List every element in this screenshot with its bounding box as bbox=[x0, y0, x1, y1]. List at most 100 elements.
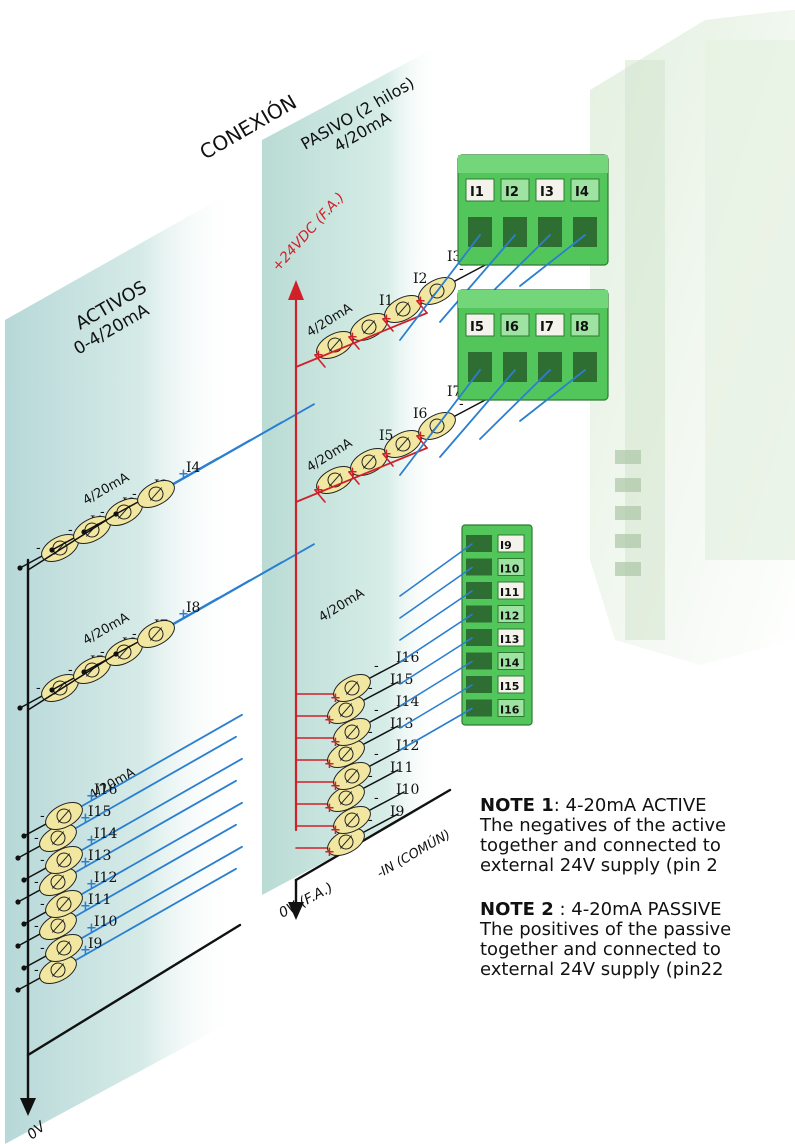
source-arrow bbox=[51, 963, 65, 977]
source-arrow bbox=[396, 437, 410, 451]
source-circle bbox=[429, 418, 445, 434]
passive-input-label: I11 bbox=[390, 760, 413, 776]
active-signal-wire bbox=[75, 867, 237, 961]
passive-plus-sign: + bbox=[330, 779, 341, 794]
note-2-title: NOTE 2 bbox=[480, 899, 554, 920]
minus-in-common-label: -IN (COMÚN) bbox=[374, 826, 453, 881]
source-arrow bbox=[57, 897, 71, 911]
passive-input-label: I15 bbox=[390, 672, 413, 688]
active-plus-sign: + bbox=[80, 943, 91, 958]
connector-pin-label: I15 bbox=[500, 680, 519, 693]
active-plus-sign: + bbox=[86, 833, 97, 848]
source-arrow bbox=[51, 875, 65, 889]
active-signal-wire bbox=[75, 823, 237, 917]
zero-v-fa-label: 0V (F.A.) bbox=[276, 880, 335, 922]
source-arrow bbox=[57, 853, 71, 867]
connector-pin-tag bbox=[500, 313, 530, 337]
connector-signal-wire bbox=[399, 543, 473, 597]
active-signal-wire bbox=[75, 779, 237, 873]
passive-minus-wire bbox=[369, 747, 405, 767]
source-circle bbox=[56, 852, 72, 868]
connector-screw-hole bbox=[468, 217, 492, 247]
connector-pin-tag bbox=[535, 313, 565, 337]
source-arrow bbox=[345, 725, 359, 739]
source-arrow bbox=[362, 455, 376, 469]
passive-minus-wire bbox=[363, 725, 399, 745]
passive-plus-sign: + bbox=[313, 348, 324, 363]
source-arrow bbox=[149, 627, 163, 641]
source-circle bbox=[361, 319, 377, 335]
note-2: NOTE 2 : 4-20mA PASSIVE The positives of… bbox=[480, 900, 731, 980]
active-minus-sign: - bbox=[34, 919, 39, 934]
terminal-connector bbox=[457, 289, 609, 401]
active-input-label: I13 bbox=[88, 848, 111, 864]
active-neg-wire bbox=[17, 889, 41, 903]
active-minus-sign: - bbox=[40, 809, 45, 824]
connector-signal-wire bbox=[399, 566, 473, 619]
source-circle bbox=[395, 301, 411, 317]
connector-pin-tag bbox=[497, 652, 525, 670]
source-arrow bbox=[396, 302, 410, 316]
active-neg-wire bbox=[17, 845, 41, 859]
source-arrow bbox=[362, 320, 376, 334]
active-signal-wire bbox=[173, 543, 315, 625]
source-arrow bbox=[345, 813, 359, 827]
connector-pin-label: I3 bbox=[540, 185, 554, 200]
active-junction bbox=[17, 565, 23, 571]
connector-body bbox=[461, 524, 533, 726]
active-minus-sign: - bbox=[40, 853, 45, 868]
note-1-line: The negatives of the active bbox=[480, 815, 727, 836]
active-junction bbox=[21, 877, 27, 883]
passive-minus-sign: - bbox=[374, 659, 379, 674]
active-neg-wire bbox=[19, 695, 43, 709]
active-junction bbox=[17, 705, 23, 711]
passive-plus-sign: + bbox=[324, 845, 335, 860]
source-circle bbox=[56, 940, 72, 956]
note-2-line: together and connected to bbox=[480, 939, 721, 960]
active-junction bbox=[49, 547, 55, 553]
passive-minus-wire bbox=[363, 769, 399, 789]
active-source bbox=[45, 845, 83, 875]
connector-signal-wire bbox=[399, 613, 473, 663]
active-plus-sign: + bbox=[86, 789, 97, 804]
passive-group-plus-bus bbox=[295, 447, 428, 503]
connector-signal-wire bbox=[519, 369, 586, 422]
passive-plus-sign: + bbox=[324, 757, 335, 772]
source-arrow bbox=[345, 769, 359, 783]
active-neg-wire bbox=[17, 977, 41, 991]
source-circle bbox=[344, 768, 360, 784]
connector-signal-wire bbox=[399, 234, 481, 341]
passive-plus-sign: + bbox=[381, 447, 392, 462]
terminal-connector bbox=[457, 154, 609, 266]
passive-return-arrow bbox=[288, 902, 304, 920]
active-plus-sign: + bbox=[86, 877, 97, 892]
connector-pin-label: I12 bbox=[500, 610, 519, 623]
connector-pin-label: I7 bbox=[540, 320, 554, 335]
active-junction bbox=[15, 899, 21, 905]
active-plus-sign: + bbox=[80, 855, 91, 870]
source-arrow bbox=[345, 681, 359, 695]
passive-source bbox=[327, 827, 365, 857]
passive-plus-sign: + bbox=[415, 294, 426, 309]
source-arrow bbox=[51, 831, 65, 845]
active-neg-wire bbox=[115, 641, 139, 655]
passive-group-plus-bus bbox=[295, 312, 428, 368]
active-minus-sign: - bbox=[34, 875, 39, 890]
connector-pin-label: I13 bbox=[500, 633, 519, 646]
connector-pin-tag bbox=[497, 699, 525, 717]
active-bus-end bbox=[26, 923, 242, 1057]
active-junction bbox=[21, 965, 27, 971]
passive-plus-sign: + bbox=[324, 713, 335, 728]
active-neg-wire bbox=[23, 911, 47, 925]
passive-input-label: I6 bbox=[413, 406, 428, 422]
source-circle bbox=[338, 790, 354, 806]
active-junction bbox=[15, 855, 21, 861]
source-circle bbox=[327, 472, 343, 488]
source-circle bbox=[338, 702, 354, 718]
connector-pin-tag bbox=[497, 675, 525, 694]
passive-minus-wire bbox=[369, 703, 405, 723]
active-neg-wire bbox=[23, 867, 47, 881]
connector-screw-hole bbox=[466, 535, 492, 552]
active-input-label: I4 bbox=[186, 460, 201, 476]
